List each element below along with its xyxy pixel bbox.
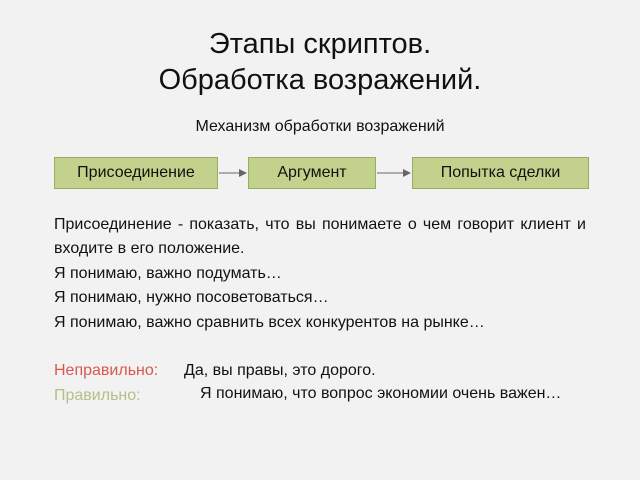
right-label: Правильно: — [54, 387, 141, 404]
joining-definition: Присоединение - показать, что вы понимае… — [54, 216, 586, 257]
step-box-argument: Аргумент — [248, 157, 376, 189]
right-example-text: Я понимаю, что вопрос экономии очень важ… — [200, 385, 562, 402]
example-line-1: Я понимаю, важно подумать… — [54, 265, 282, 282]
example-line-3: Я понимаю, важно сравнить всех конкурент… — [54, 314, 485, 331]
step-box-deal-attempt: Попытка сделки — [412, 157, 589, 189]
wrong-example-text: Да, вы правы, это дорого. — [184, 362, 376, 379]
diagram-subtitle: Механизм обработки возражений — [195, 118, 445, 135]
example-line-2: Я понимаю, нужно посоветоваться… — [54, 289, 329, 306]
step-box-joining: Присоединение — [54, 157, 218, 189]
wrong-label: Неправильно: — [54, 362, 159, 379]
title-line-2: Обработка возражений. — [158, 64, 482, 96]
slide-title: Этапы скриптов. Обработка возражений. — [0, 26, 640, 98]
title-line-1: Этапы скриптов. — [208, 28, 432, 60]
